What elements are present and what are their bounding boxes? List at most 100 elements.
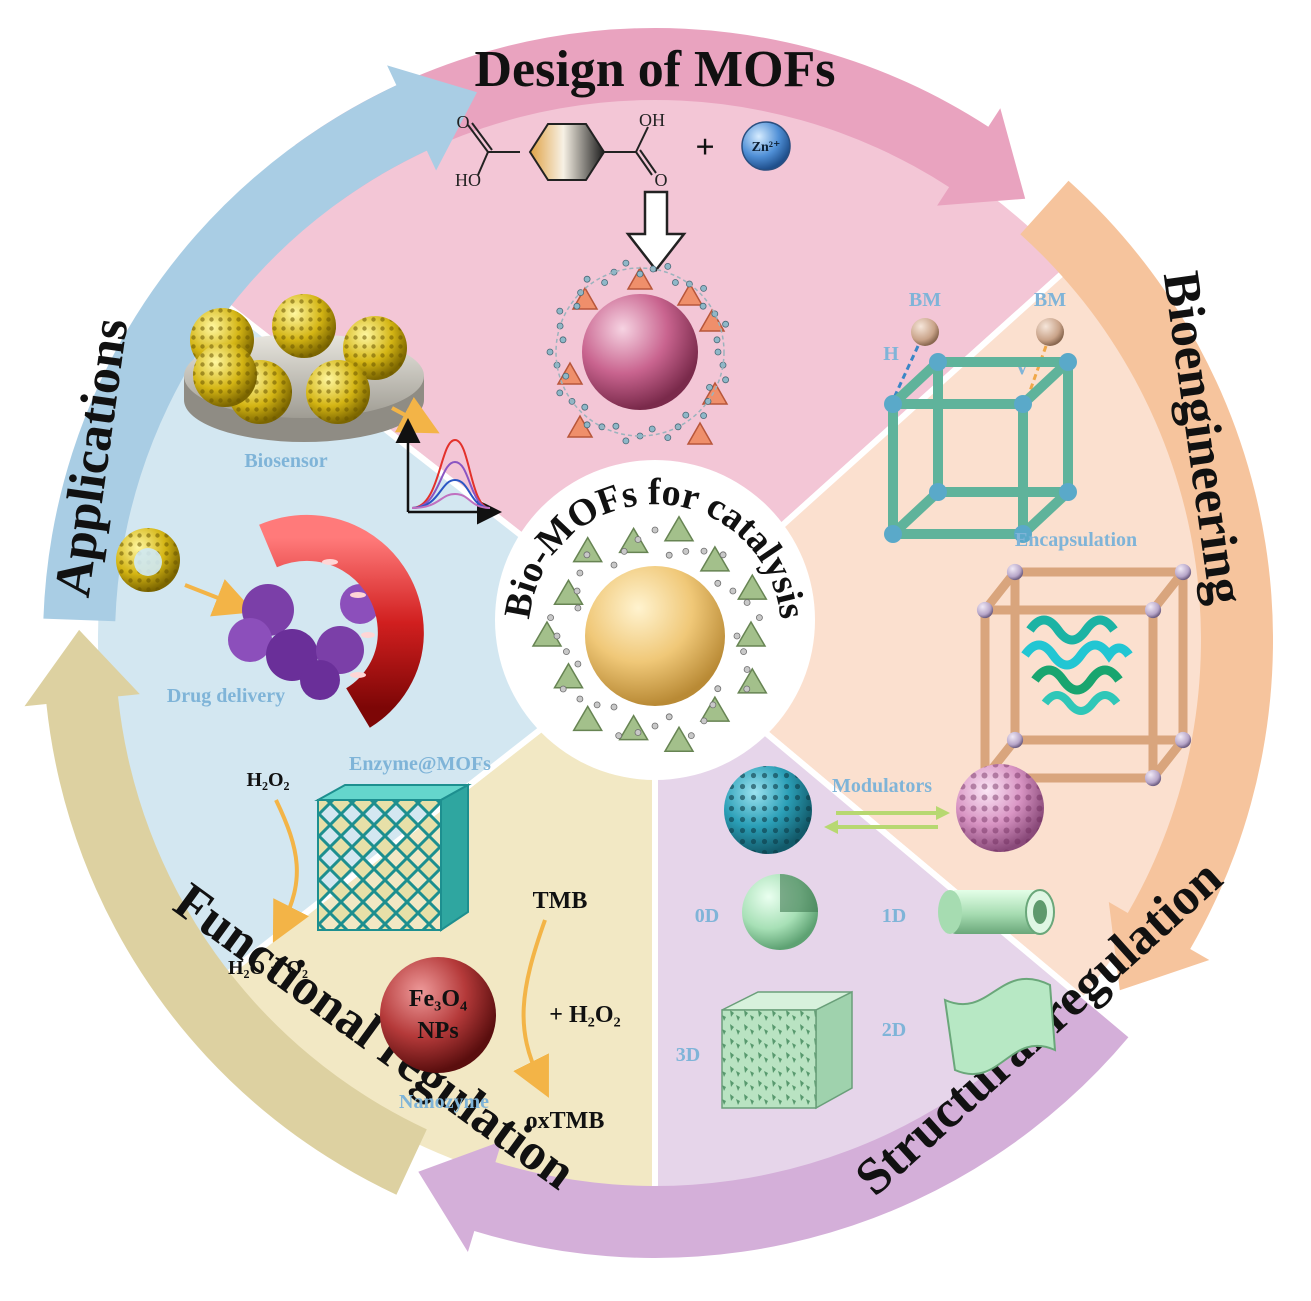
mof-linker-atom [636, 270, 644, 278]
center-linker-atom [743, 666, 751, 673]
pink-cavity-sphere [582, 294, 698, 410]
atom-ho: HO [455, 170, 481, 190]
center-linker-atom [576, 569, 584, 577]
mof-linker-atom [610, 268, 618, 276]
mof-linker-atom [559, 336, 567, 344]
center-linker-atom [610, 703, 618, 711]
down-arrow [625, 190, 687, 273]
arc-arrow-group [24, 28, 1274, 1258]
center-linker-atom [574, 604, 582, 612]
center-linker-atom [665, 551, 673, 559]
bm-left-bead [911, 318, 939, 346]
h-label: H [883, 343, 899, 365]
arrow-band-applications [43, 65, 478, 622]
cage-node [1174, 731, 1192, 749]
label-1d: 1D [882, 905, 906, 927]
center-linker-atom [743, 599, 751, 606]
cage-edge [1018, 357, 1073, 409]
mof-linker-atom [706, 383, 713, 391]
biosensor-ball-texture [272, 294, 336, 358]
cage-edge [1018, 487, 1073, 539]
center-linker-atom [651, 722, 659, 730]
cage-edge [888, 487, 943, 539]
atom-oh: OH [639, 110, 665, 130]
bm-left-label: BM [909, 289, 941, 311]
teal-sphere-pores [724, 766, 812, 854]
cage-edge [888, 357, 943, 409]
biosensor-signal-plot [395, 418, 502, 525]
encapsulation-label: Encapsulation [1015, 529, 1137, 551]
design-section-content: O HO OH O + Zn²⁺ [455, 110, 791, 445]
center-linker-atom [620, 548, 628, 555]
mof-linker-atom [583, 421, 591, 429]
mof-linker-atom [664, 262, 672, 270]
plus-sign: + [695, 129, 714, 166]
cage-node [1014, 525, 1032, 543]
center-linker-atom [547, 614, 554, 621]
mof-linker-atom [722, 320, 729, 328]
bm-right-bead [1036, 318, 1064, 346]
center-linker-atom [583, 551, 591, 559]
center-linker-atom [651, 526, 659, 534]
center-linker-atom [634, 536, 642, 543]
center-mof-framework [531, 515, 768, 753]
vessel-highlights [322, 559, 375, 678]
center-linker-atom [700, 717, 708, 725]
arrow-band-functional [24, 629, 427, 1195]
mof-linker-atom [612, 422, 620, 430]
mof-linker-atom [714, 348, 722, 356]
mof-linker-atom [581, 403, 589, 411]
center-mof-triangle [531, 620, 563, 647]
atom-o-bottom: O [655, 170, 668, 190]
center-mof-triangle [572, 536, 604, 563]
center-linker-atom [682, 548, 690, 555]
mof-node-triangle [698, 308, 726, 332]
arrow-band-design [295, 28, 1026, 206]
center-linker-atom [634, 729, 642, 736]
cage-node [1006, 563, 1024, 581]
label-2d: 2D [882, 1019, 906, 1041]
mof-linker-ring [555, 267, 725, 437]
mof-node-triangle [676, 282, 704, 306]
drug-delivery-label: Drug delivery [167, 685, 285, 707]
mof-linker-atom [713, 336, 721, 344]
cage-node [1014, 395, 1032, 413]
arrow-band-bioengineering [1020, 180, 1274, 991]
tmb-label: TMB [533, 888, 588, 914]
center-linker-atom [729, 587, 737, 595]
mof-linker-atom [682, 411, 690, 419]
center-linker-atom [743, 685, 751, 693]
cage-node [1059, 353, 1077, 371]
mof-linker-atom [700, 284, 707, 292]
center-linker-atom [576, 695, 584, 703]
center-linker-atom [610, 561, 618, 569]
oxtmb-label: oxTMB [526, 1108, 605, 1134]
biosensor-ball-texture [306, 360, 370, 424]
h2o2-conversion-arrow [272, 799, 309, 943]
plus-h2o2-label: + H₂O₂ [549, 1002, 620, 1028]
mof-linker-atom [648, 425, 656, 433]
center-linker-atom [553, 632, 561, 640]
title-design: Design of MOFs [474, 41, 835, 98]
three-d-cube [721, 990, 853, 1110]
fe3o4-nanoparticle [380, 957, 496, 1073]
mof-linker-atom [556, 307, 564, 315]
biosensor-ball-texture [193, 343, 257, 407]
cage-node [1174, 563, 1192, 581]
bm-right-label: BM [1034, 289, 1066, 311]
mof-node-triangle [626, 266, 654, 290]
mof-linker-atom [722, 376, 729, 384]
enzyme-mofs-label: Enzyme@MOFs [349, 753, 491, 775]
h2o-o2-label: H₂O + O₂ [228, 957, 308, 979]
mof-linker-atom [546, 348, 554, 356]
title-design-text: Design of MOFs [474, 41, 835, 98]
center-linker-atom [756, 614, 763, 621]
mof-linker-atom [583, 275, 591, 283]
violet-sphere-pores [956, 764, 1044, 852]
mof-node-triangle [686, 421, 714, 445]
green-cage-cube [884, 353, 1077, 543]
center-gold-sphere [585, 566, 725, 706]
cage-node [929, 483, 947, 501]
applications-section-content: Biosensor Dru [116, 294, 502, 728]
mof-linker-atom [573, 302, 581, 310]
